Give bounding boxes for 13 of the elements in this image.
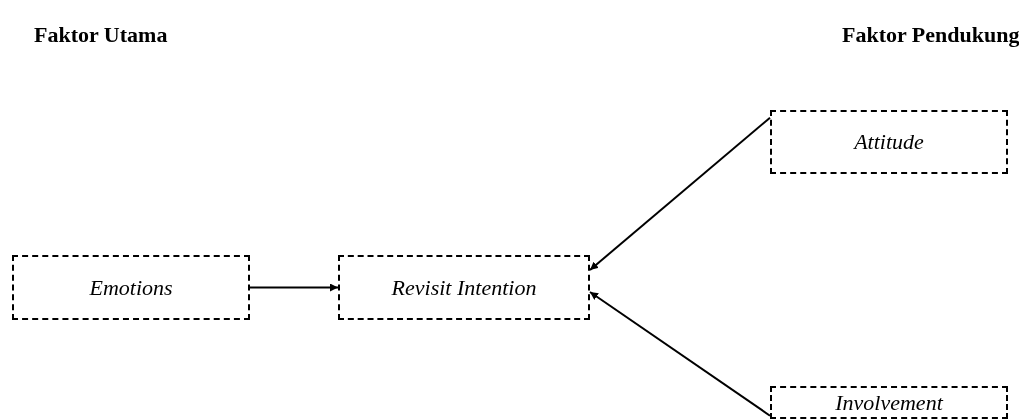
arrow — [589, 291, 771, 417]
node-label: Emotions — [89, 274, 173, 301]
dashed-box — [12, 255, 250, 320]
node-label: Attitude — [854, 129, 924, 155]
dashed-box — [770, 110, 1008, 174]
column-heading: Faktor Pendukung — [842, 22, 1019, 48]
dashed-box — [338, 255, 590, 320]
arrow — [249, 283, 339, 292]
node-label: Revisit Intention — [391, 274, 537, 301]
column-heading: Faktor Utama — [34, 22, 168, 48]
dashed-box — [770, 386, 1008, 419]
node-label: Involvement — [835, 389, 943, 416]
arrow — [589, 116, 771, 271]
